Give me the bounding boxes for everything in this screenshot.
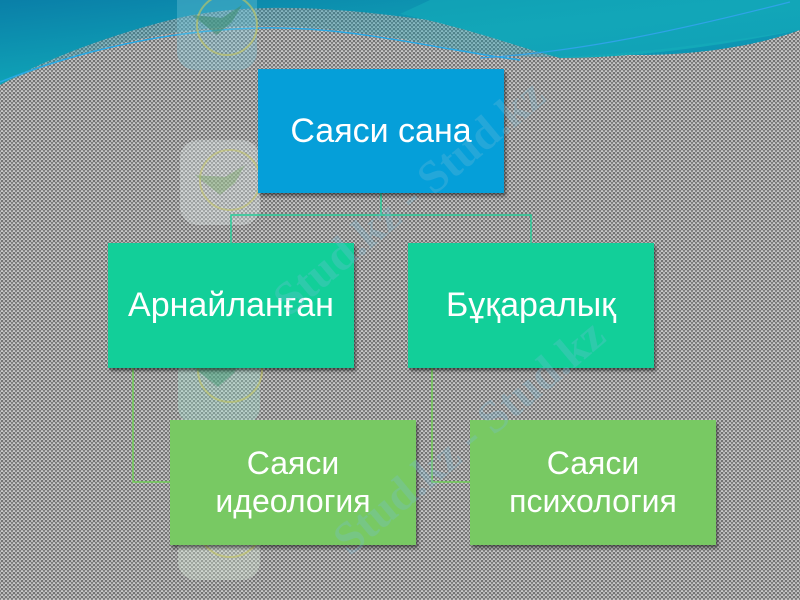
node-label: Бұқаралық — [445, 286, 617, 325]
diagram-node-political-psychology: Саяси психология — [470, 420, 716, 545]
node-label-line1: Саяси — [546, 444, 640, 481]
node-label-line2: идеология — [215, 482, 371, 519]
diagram-node-specialized: Арнайланған — [108, 243, 354, 368]
node-label: Саяси сана — [290, 111, 472, 150]
diagram-node-mass: Бұқаралық — [408, 243, 654, 368]
diagram-node-root: Саяси сана — [258, 69, 504, 193]
node-label: Арнайланған — [128, 286, 334, 325]
node-label-line1: Саяси — [246, 444, 340, 481]
diagram-node-political-ideology: Саяси идеология — [170, 420, 416, 545]
node-label-line2: психология — [509, 482, 677, 519]
